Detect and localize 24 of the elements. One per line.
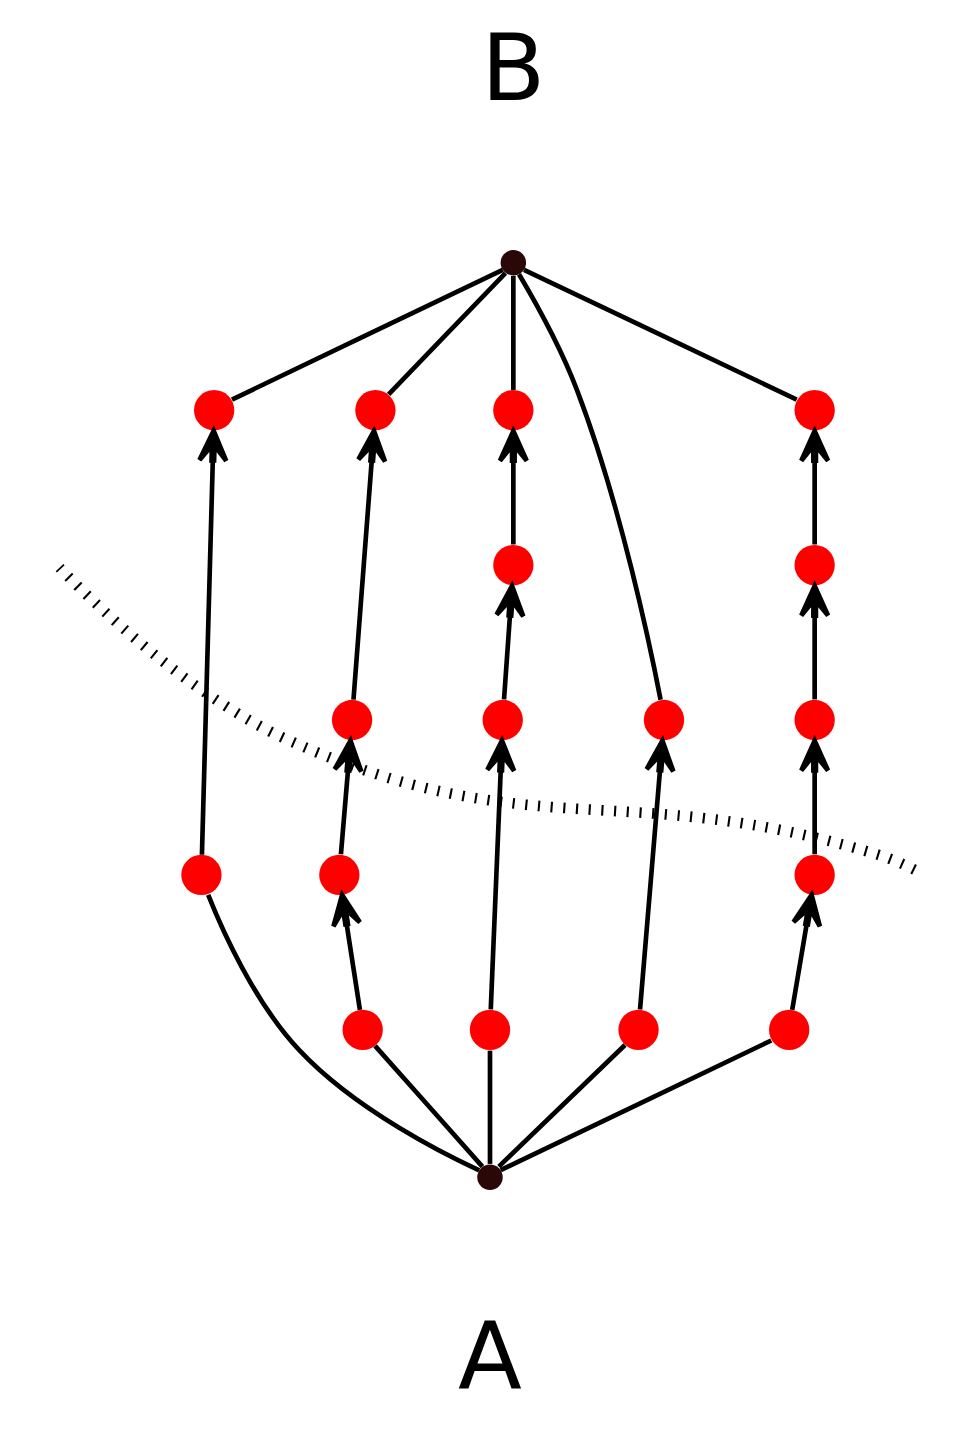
node-circle xyxy=(194,390,235,431)
arrow xyxy=(331,892,363,1011)
connector xyxy=(373,1044,485,1169)
node-circle xyxy=(493,390,534,431)
arrow xyxy=(798,428,831,545)
node-label: B xyxy=(481,12,546,122)
connector xyxy=(230,267,504,402)
connector xyxy=(499,1038,773,1173)
node-circle xyxy=(469,1009,511,1050)
connector xyxy=(386,271,508,396)
arrow xyxy=(497,428,530,545)
node-circle xyxy=(618,1009,659,1050)
connector xyxy=(497,1043,627,1169)
arrow xyxy=(789,892,823,1011)
node-label: A xyxy=(458,1300,522,1410)
node-circle xyxy=(342,1009,383,1050)
node-circle xyxy=(769,1009,810,1050)
node-circle xyxy=(500,250,527,276)
node-circle xyxy=(794,390,835,431)
node-circle xyxy=(355,390,396,431)
connector xyxy=(523,267,798,402)
connector xyxy=(511,275,516,390)
node-circle xyxy=(477,1164,503,1190)
connector xyxy=(487,1050,493,1164)
